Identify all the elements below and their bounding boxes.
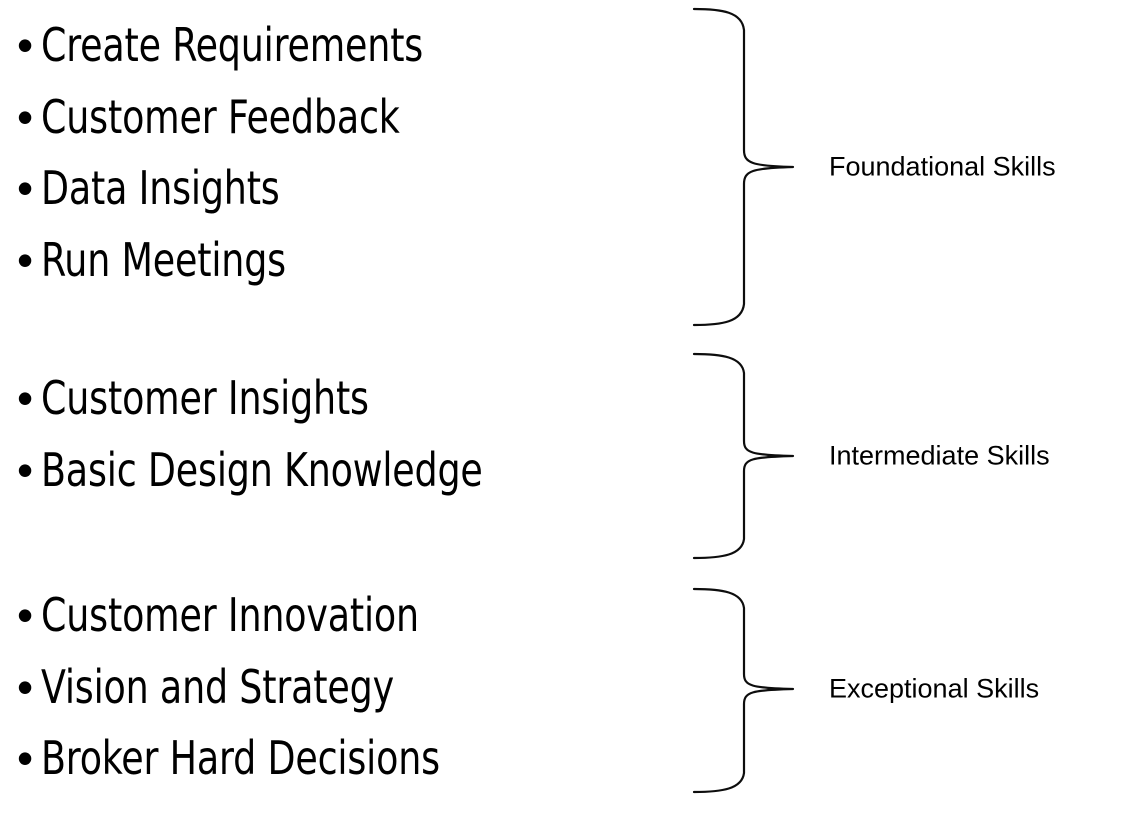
list-item-label: Create Requirements — [41, 18, 424, 72]
list-item: • Customer Feedback — [0, 94, 690, 166]
list-item-label: Basic Design Knowledge — [41, 442, 483, 497]
list-item: • Data Insights — [0, 165, 690, 237]
bullet-group-exceptional: • Customer Innovation • Vision and Strat… — [0, 592, 690, 807]
bullet-group-intermediate: • Customer Insights • Basic Design Knowl… — [0, 375, 690, 518]
list-item: • Customer Innovation — [0, 592, 690, 664]
list-item-label: Data Insights — [41, 161, 280, 215]
curly-brace-exceptional — [692, 587, 795, 794]
list-item-label: Vision and Strategy — [41, 659, 394, 714]
bullet-point-icon: • — [17, 162, 34, 214]
bullet-point-icon: • — [17, 233, 34, 286]
list-item: • Run Meetings — [0, 237, 690, 309]
list-item-label: Customer Feedback — [41, 89, 400, 144]
bullet-point-icon: • — [17, 732, 34, 784]
curly-brace-foundational — [692, 7, 795, 327]
list-item-label: Broker Hard Decisions — [41, 731, 440, 785]
list-item: • Broker Hard Decisions — [0, 735, 690, 807]
list-item: • Create Requirements — [0, 22, 690, 94]
list-item-label: Customer Innovation — [41, 588, 419, 642]
bullet-point-icon: • — [17, 372, 34, 424]
list-item-label: Customer Insights — [41, 371, 369, 425]
bullet-point-icon: • — [17, 589, 34, 641]
list-item: • Vision and Strategy — [0, 664, 690, 736]
bullet-group-foundational: • Create Requirements • Customer Feedbac… — [0, 22, 690, 308]
bullet-point-icon: • — [17, 443, 34, 496]
list-item: • Basic Design Knowledge — [0, 447, 690, 519]
bullet-point-icon: • — [17, 19, 34, 71]
list-item-label: Run Meetings — [41, 232, 286, 287]
curly-brace-intermediate — [692, 352, 795, 560]
bullet-point-icon: • — [17, 90, 34, 143]
brace-label-exceptional: Exceptional Skills — [829, 673, 1040, 704]
bullet-point-icon: • — [17, 660, 34, 713]
brace-label-foundational: Foundational Skills — [829, 151, 1056, 182]
brace-label-intermediate: Intermediate Skills — [829, 440, 1050, 471]
list-item: • Customer Insights — [0, 375, 690, 447]
